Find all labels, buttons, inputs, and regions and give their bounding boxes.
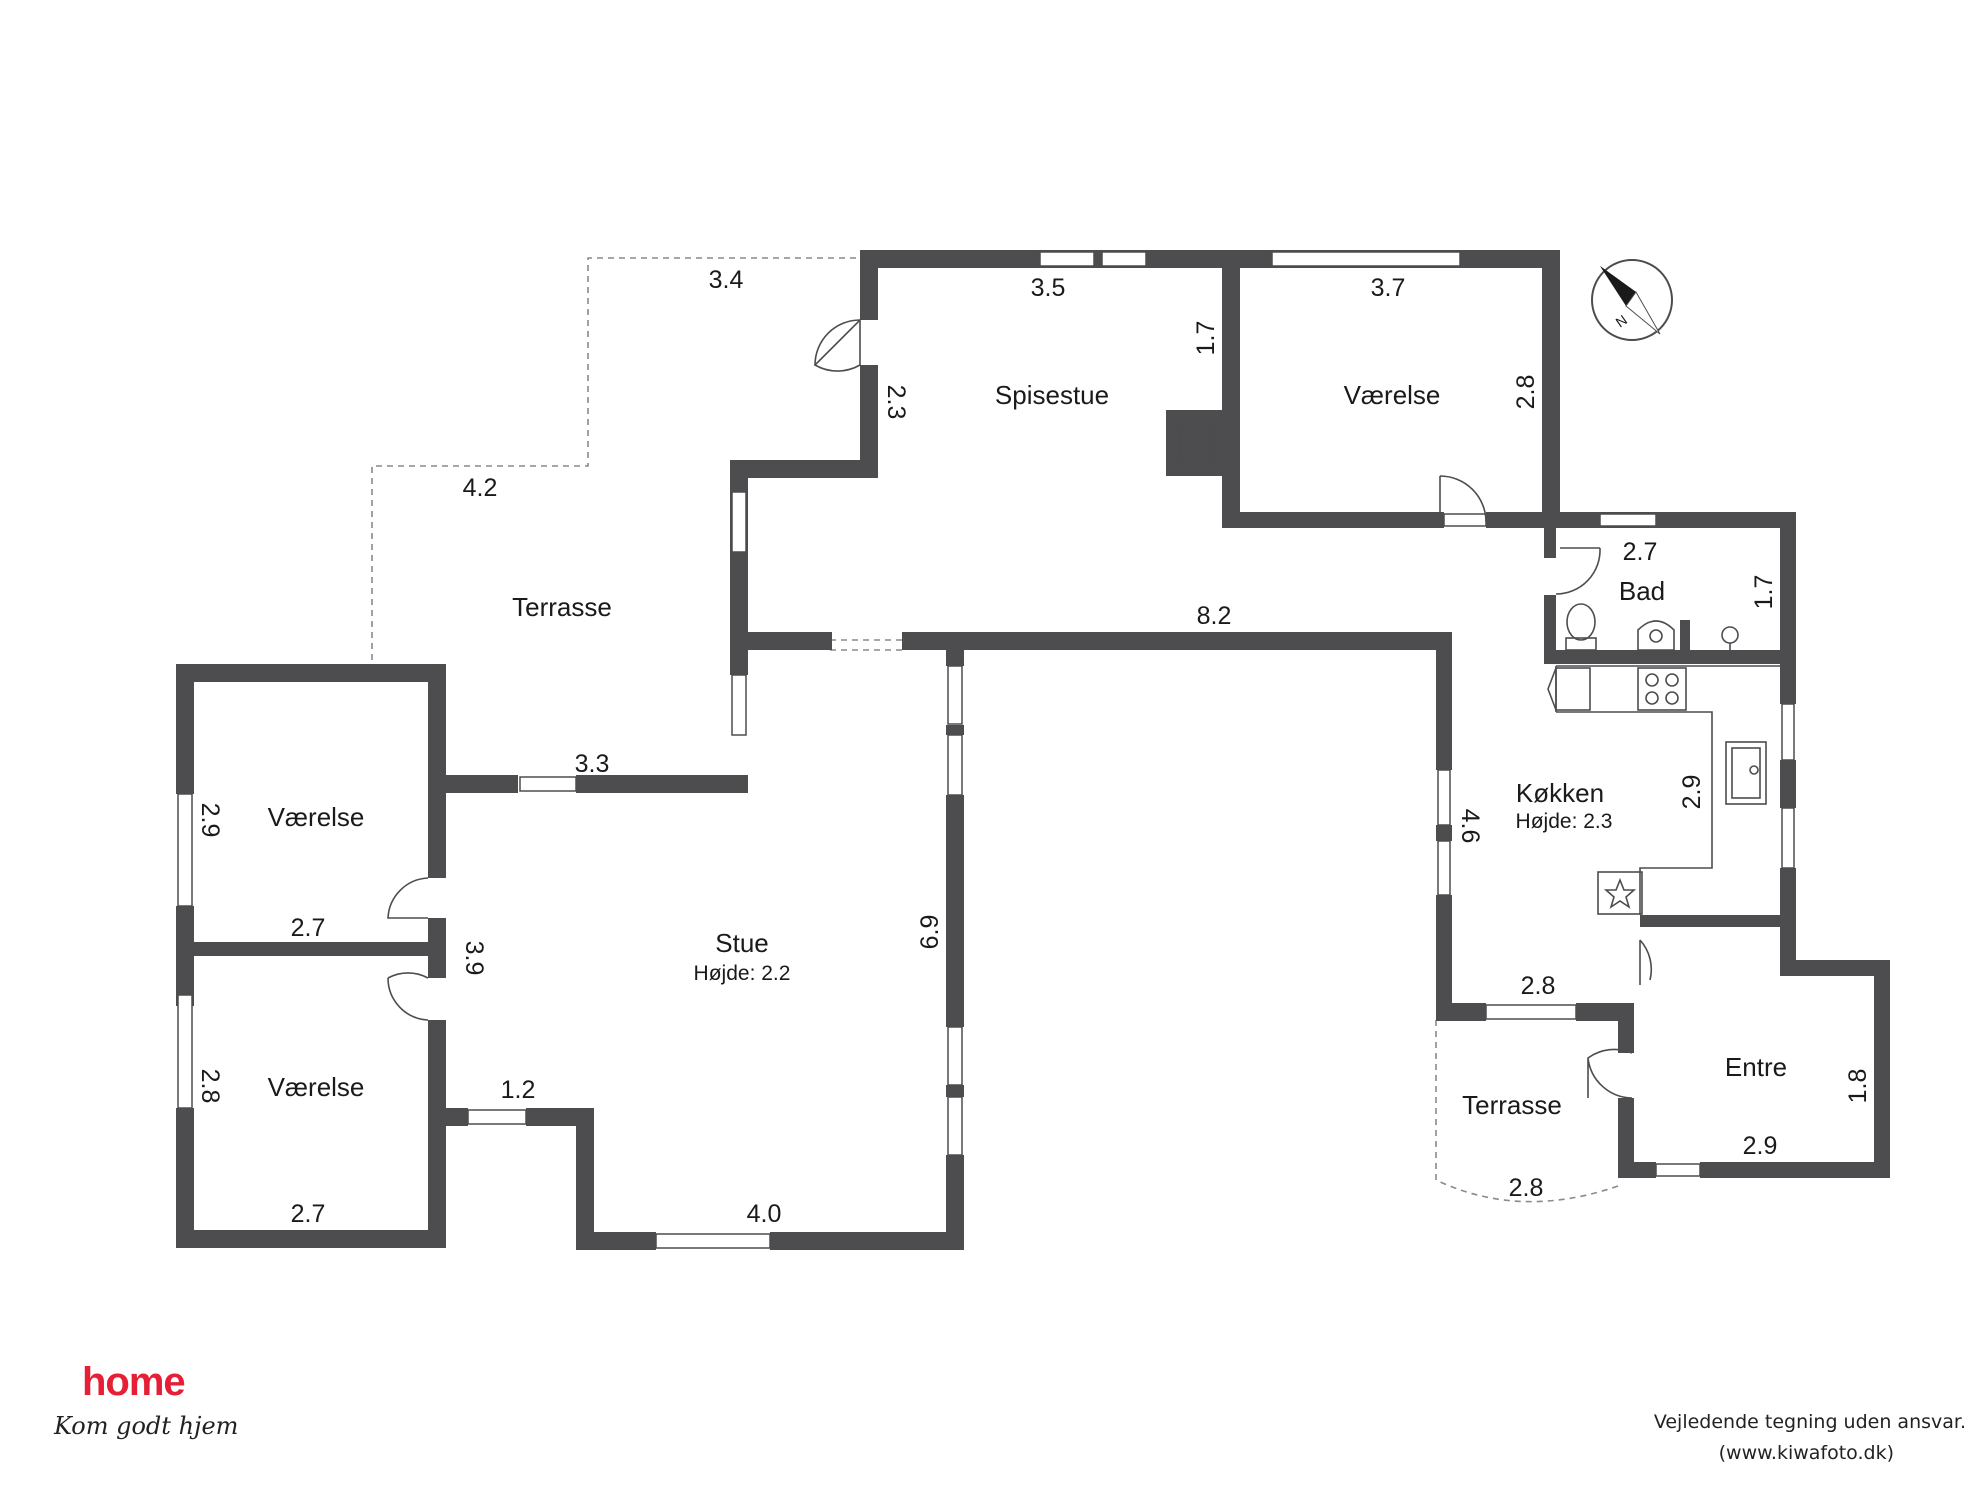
room-stue-height: Højde: 2.2 bbox=[694, 962, 791, 985]
dim-stue-nook: 1.2 bbox=[501, 1076, 536, 1104]
room-vaerelse-w2: Værelse bbox=[268, 1072, 365, 1102]
room-labels: Spisestue Værelse Terrasse Bad Køkken Hø… bbox=[268, 380, 1787, 1120]
dim-bad-side: 1.7 bbox=[1750, 575, 1778, 610]
washbasin-icon bbox=[1637, 620, 1675, 651]
dim-corridor: 8.2 bbox=[1197, 602, 1232, 630]
room-vaerelse-ne: Værelse bbox=[1344, 380, 1441, 410]
dim-hall-side: 3.9 bbox=[460, 941, 488, 976]
dimension-labels: 3.4 4.2 3.3 3.5 1.7 2.3 3.7 2.8 8.2 2.7 … bbox=[196, 266, 1872, 1228]
fireplace-icon bbox=[1179, 423, 1211, 465]
room-vaerelse-w1: Værelse bbox=[268, 802, 365, 832]
room-entre: Entre bbox=[1725, 1052, 1787, 1082]
dim-vaerelse-w1-side: 2.9 bbox=[196, 803, 224, 838]
dim-terrasse-bottom: 3.3 bbox=[575, 750, 610, 778]
dim-koekken-bottom: 2.8 bbox=[1521, 972, 1556, 1000]
dim-terrasse-se-bottom: 2.8 bbox=[1509, 1174, 1544, 1202]
fixtures bbox=[1179, 423, 1780, 915]
dim-terrasse-top: 3.4 bbox=[709, 266, 744, 294]
dim-stue-side: 6.9 bbox=[916, 915, 944, 950]
dim-spisestue-left: 2.3 bbox=[882, 385, 910, 420]
logo-tagline: Kom godt hjem bbox=[54, 1412, 239, 1440]
room-koekken-height: Højde: 2.3 bbox=[1516, 810, 1613, 833]
dim-bad-top: 2.7 bbox=[1623, 538, 1658, 566]
sink-icon bbox=[1725, 741, 1767, 805]
toilet-icon bbox=[1565, 603, 1597, 651]
room-spisestue: Spisestue bbox=[995, 380, 1109, 410]
room-bad: Bad bbox=[1619, 576, 1665, 606]
dim-vaerelse-w2-side: 2.8 bbox=[196, 1069, 224, 1104]
disclaimer-url: (www.kiwafoto.dk) bbox=[1718, 1442, 1894, 1464]
room-stue: Stue bbox=[715, 928, 769, 958]
dim-entre-bottom: 2.9 bbox=[1743, 1132, 1778, 1160]
dim-koekken-right: 2.9 bbox=[1678, 775, 1706, 810]
dim-spisestue-top: 3.5 bbox=[1031, 274, 1066, 302]
room-terrasse-nw: Terrasse bbox=[512, 592, 612, 622]
compass-north-icon: N bbox=[1591, 259, 1673, 341]
oven-star-icon bbox=[1597, 871, 1643, 915]
dim-terrasse-mid: 4.2 bbox=[463, 474, 498, 502]
walls bbox=[176, 250, 1890, 1250]
doors bbox=[387, 318, 1653, 1099]
dim-koekken-left: 4.6 bbox=[1456, 809, 1484, 844]
room-terrasse-se: Terrasse bbox=[1462, 1090, 1562, 1120]
dim-vaerelse-ne-side: 2.8 bbox=[1512, 375, 1540, 410]
dim-spisestue-side: 1.7 bbox=[1192, 321, 1220, 356]
fridge-icon bbox=[1547, 667, 1591, 711]
dim-vaerelse-ne-top: 3.7 bbox=[1371, 274, 1406, 302]
room-koekken: Køkken bbox=[1516, 778, 1604, 808]
logo-wordmark: home bbox=[82, 1360, 186, 1404]
dashed-outlines bbox=[371, 257, 1619, 1203]
dim-vaerelse-w2-bottom: 2.7 bbox=[291, 1200, 326, 1228]
dim-entre-side: 1.8 bbox=[1844, 1069, 1872, 1104]
dim-vaerelse-w1-bottom: 2.7 bbox=[291, 914, 326, 942]
dim-stue-bottom: 4.0 bbox=[747, 1200, 782, 1228]
stove-icon bbox=[1637, 667, 1687, 711]
disclaimer-text: Vejledende tegning uden ansvar. bbox=[1653, 1411, 1966, 1433]
home-logo: home Kom godt hjem bbox=[52, 1360, 252, 1470]
shower-icon bbox=[1721, 626, 1739, 650]
